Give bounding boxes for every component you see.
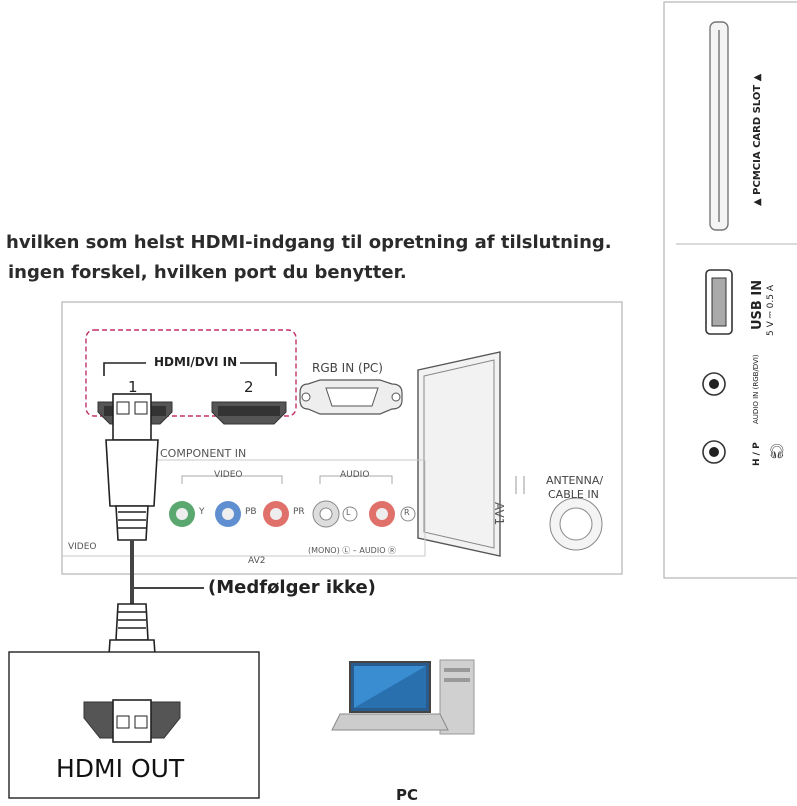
hdmi-bracket xyxy=(103,362,277,376)
video-bracket xyxy=(181,475,283,484)
jack-pr xyxy=(263,501,289,527)
usb-spec: 5 V ⎓ 0.5 A xyxy=(766,285,776,336)
y-label: Y xyxy=(199,507,205,517)
headphone-jack xyxy=(702,440,726,464)
video-bottom-label: VIDEO xyxy=(68,542,97,552)
component-label: COMPONENT IN xyxy=(160,447,247,460)
hdmi-out-label: HDMI OUT xyxy=(56,754,185,783)
headphone-icon: 🎧︎ xyxy=(768,444,786,460)
audio-group-label: AUDIO xyxy=(340,470,370,480)
hdmi-port-2 xyxy=(211,401,287,425)
pcmcia-label: ▲ PCMCIA CARD SLOT ▲ xyxy=(752,73,763,206)
hp-label: H / P xyxy=(752,442,762,466)
mono-audio-label: (MONO) Ⓛ – AUDIO Ⓡ xyxy=(308,546,397,555)
scart-symbol xyxy=(515,476,525,494)
tv-back-panel xyxy=(61,301,623,575)
pc-label: PC xyxy=(396,786,419,804)
pb-label: PB xyxy=(245,507,257,517)
r-circle xyxy=(400,506,416,522)
cable-note: (Medfølger ikke) xyxy=(208,577,376,598)
jack-pb xyxy=(215,501,241,527)
pc-illustration xyxy=(331,659,475,735)
antenna-label-1: ANTENNA/ xyxy=(546,474,604,487)
rgb-label: RGB IN (PC) xyxy=(312,361,383,375)
audio-in-label: AUDIO IN (RGB/DVI) xyxy=(752,354,760,424)
antenna-label-2: CABLE IN xyxy=(548,488,599,501)
jack-audio-r xyxy=(369,501,395,527)
hdmi-group-label: HDMI/DVI IN xyxy=(154,355,238,369)
jack-audio-l xyxy=(312,500,340,528)
jack-y xyxy=(169,501,195,527)
pr-label: PR xyxy=(293,507,305,517)
usb-label: USB IN xyxy=(750,279,765,330)
r-label: R xyxy=(404,508,410,517)
antenna-port xyxy=(549,497,603,551)
audio-bracket xyxy=(319,475,393,484)
rgb-vga-port xyxy=(299,379,403,415)
hdmi-port-1-label: 1 xyxy=(128,378,138,396)
instruction-line-1: hvilken som helst HDMI-indgang til opret… xyxy=(6,232,612,253)
hdmi-highlight-box xyxy=(85,329,297,417)
scart-port xyxy=(417,351,501,557)
audio-in-jack xyxy=(702,372,726,396)
hdmi-port-2-label: 2 xyxy=(244,378,254,396)
instruction-line-2: ingen forskel, hvilken port du benytter. xyxy=(8,262,407,283)
usb-port xyxy=(705,269,733,335)
l-circle xyxy=(342,506,358,522)
video-group-label: VIDEO xyxy=(214,470,243,480)
av1-label: AV1 xyxy=(492,502,506,526)
hdmi-cable-top-connector xyxy=(105,393,159,541)
l-label: L xyxy=(346,508,351,517)
av2-label: AV2 xyxy=(248,556,266,566)
